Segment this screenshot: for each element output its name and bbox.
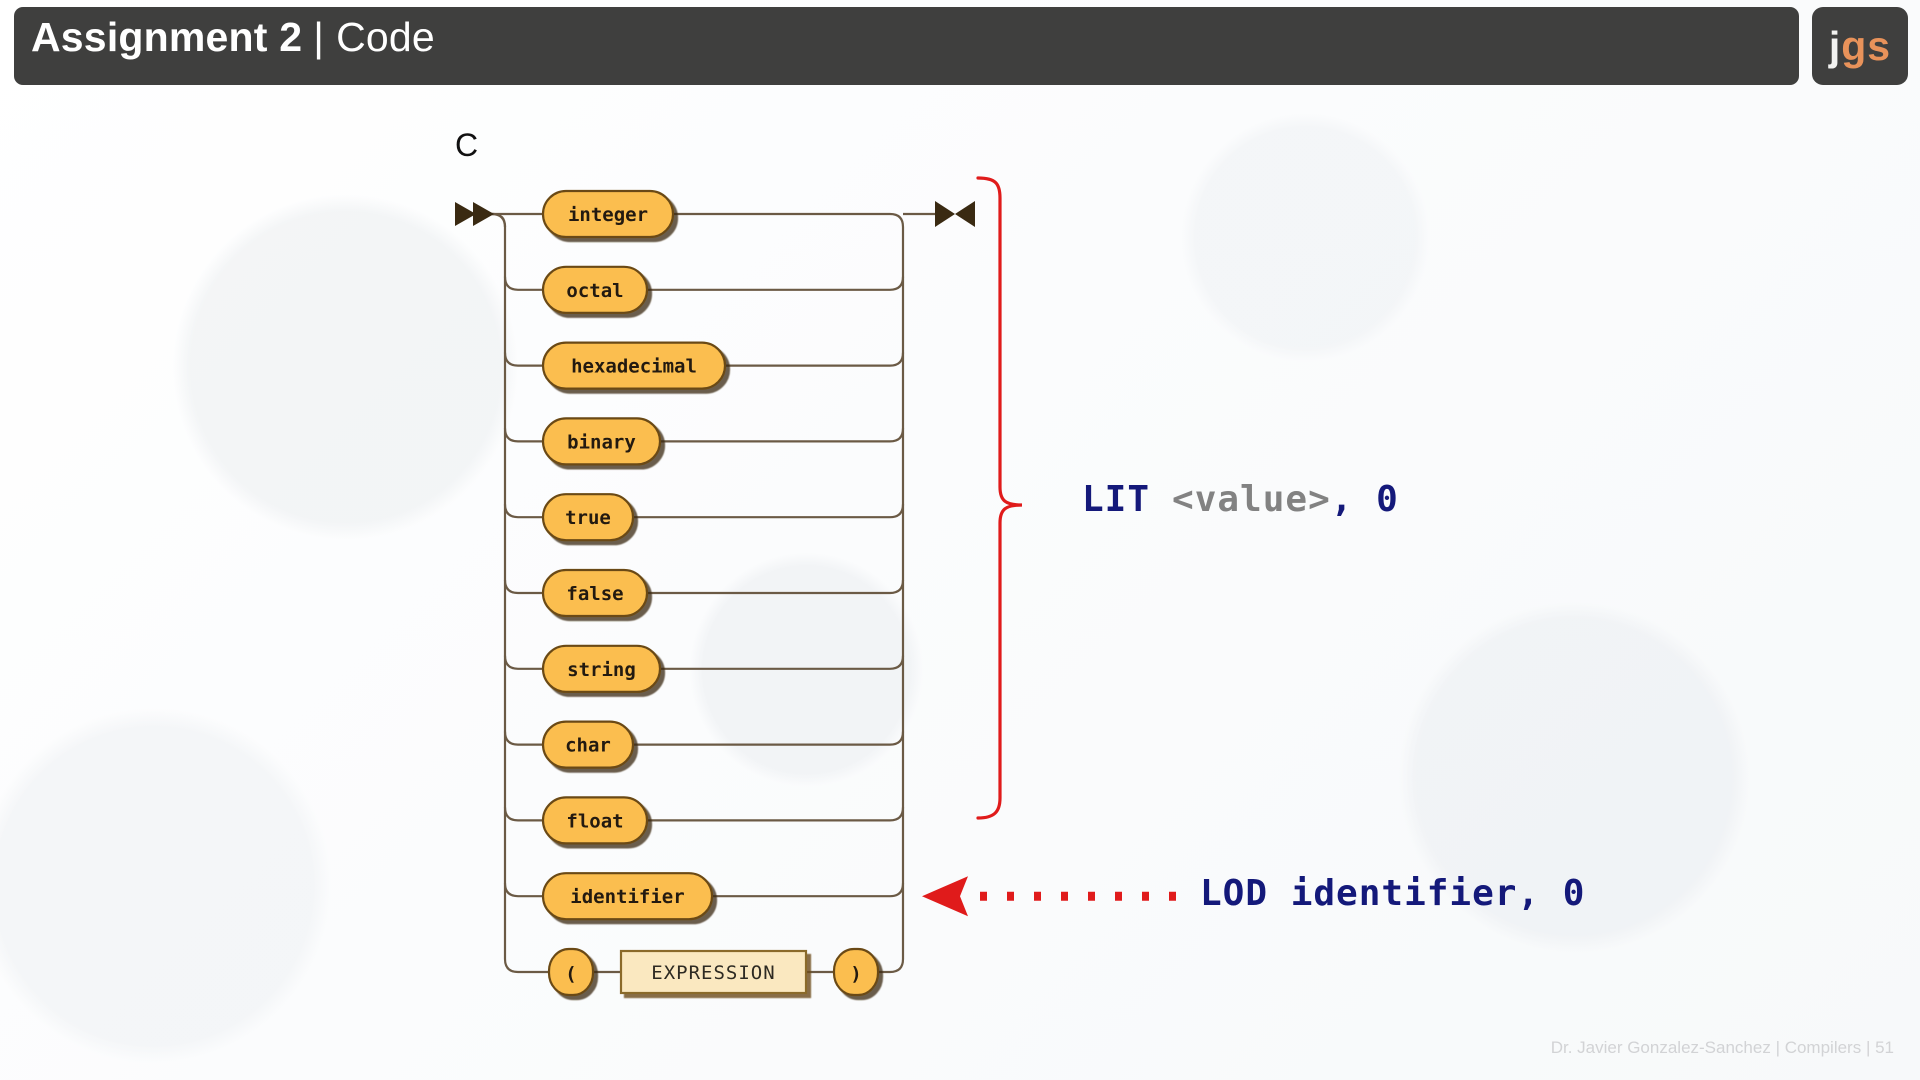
railroad-node-label: identifier [570,886,684,908]
railroad-node-close-paren: ) [832,947,880,997]
railroad-node-binary: binary [541,417,662,466]
start-marker-icon [455,202,494,226]
page-title-separator: | [313,14,325,60]
railroad-annotation-overlay [922,176,1185,917]
railroad-node-label: false [566,583,623,605]
slide-header-bar [14,7,1799,85]
railroad-node-label: octal [566,280,623,302]
railroad-rails [470,212,943,974]
railroad-node-label: ) [850,963,861,985]
railroad-node-integer: integer [541,189,675,239]
railroad-node-identifier: identifier [541,872,714,921]
railroad-end-markers [455,201,975,227]
railroad-node-label: integer [568,204,648,226]
annotation-lod: LOD identifier, 0 [1200,873,1586,914]
railroad-node-open-paren: ( [547,947,595,997]
railroad-nonterminal-expression: EXPRESSION [619,949,808,995]
railroad-node-label: true [565,507,611,529]
railroad-node-label: string [567,659,636,681]
annotation-lit-operand: <value> [1172,479,1331,520]
railroad-node-label: ( [565,963,576,985]
railroad-node-false: false [541,568,649,618]
annotation-lit-tail: , 0 [1330,479,1399,520]
railroad-node-float: float [541,796,649,845]
railroad-node-octal: octal [541,265,649,314]
railroad-node-label: binary [567,431,636,453]
lit-group-brace [976,176,1023,820]
railroad-nodes: integer octal hexadecimal binary true false st… [541,189,880,997]
railroad-node-string: string [541,644,662,693]
page-title-bold: Assignment 2 [31,14,303,60]
railroad-node-label: float [566,810,623,832]
slide-footer: Dr. Javier Gonzalez-Sanchez | Compilers … [1550,1038,1894,1057]
logo-letters-gs: gs [1841,22,1892,69]
railroad-nonterminal-label: EXPRESSION [651,962,775,984]
annotation-lit-op: LIT [1082,479,1151,520]
grammar-rule-name: C [455,127,479,163]
annotation-lit: LIT <value>, 0 [1082,479,1399,520]
logo-letter-j: j [1828,22,1842,69]
page-title: Assignment 2|Code [31,14,435,61]
page-title-light: Code [336,14,435,60]
railroad-node-label: char [565,735,611,757]
railroad-node-true: true [541,493,635,542]
railroad-node-label: hexadecimal [571,356,697,378]
end-marker-icon [935,201,975,227]
railroad-node-char: char [541,720,635,769]
railroad-node-hexadecimal: hexadecimal [541,341,727,390]
lod-pointer-arrow [922,876,1185,917]
